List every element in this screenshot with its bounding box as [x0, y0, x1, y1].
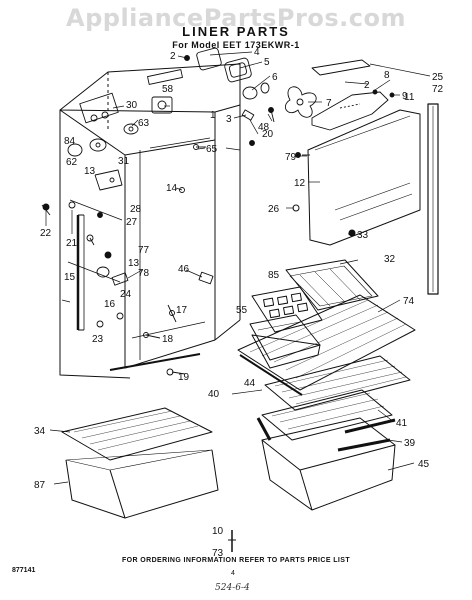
callout-79: 79	[285, 152, 297, 163]
callout-25: 25	[432, 72, 444, 83]
callout-12: 12	[294, 178, 306, 189]
callout-31: 31	[118, 156, 130, 167]
callout-30: 30	[126, 100, 138, 111]
callout-85: 85	[268, 270, 280, 281]
callout-40: 40	[208, 389, 220, 400]
callout-10: 10	[212, 526, 224, 537]
evaporator-cover	[292, 103, 439, 295]
callout-14: 14	[166, 183, 178, 194]
callout-22: 22	[40, 228, 52, 239]
callout-65: 65	[206, 144, 218, 155]
callout-26: 26	[268, 204, 280, 215]
callout-21: 21	[66, 238, 78, 249]
callout-62: 62	[66, 157, 78, 168]
callout-15: 15	[64, 272, 76, 283]
callout-32: 32	[384, 254, 396, 265]
callout-9: 9	[402, 91, 408, 102]
callout-13: 13	[84, 166, 96, 177]
control-components	[41, 69, 214, 376]
callout-2: 2	[364, 80, 370, 91]
model-line: For Model EET 173EKWR-1	[172, 40, 300, 50]
callout-73: 73	[212, 548, 224, 559]
liner-cabinet	[59, 63, 241, 379]
callout-27: 27	[126, 217, 138, 228]
callout-20: 20	[262, 129, 274, 140]
callout-48: 48	[258, 122, 270, 133]
callout-6: 6	[272, 72, 278, 83]
callout-1: 1	[210, 110, 216, 121]
callout-63: 63	[138, 118, 150, 129]
callout-72: 72	[432, 84, 444, 95]
callout-55: 55	[236, 305, 248, 316]
callout-11: 11	[404, 92, 415, 103]
callout-2: 2	[170, 51, 176, 62]
callout-45: 45	[418, 459, 430, 470]
callout-28: 28	[130, 204, 142, 215]
shelves	[61, 259, 416, 552]
callout-4: 4	[254, 47, 260, 58]
document-number: 877141	[12, 567, 36, 574]
callout-74: 74	[403, 296, 415, 307]
leader-lines	[45, 51, 431, 485]
ordering-note: FOR ORDERING INFORMATION REFER TO PARTS …	[121, 557, 351, 564]
callout-46: 46	[178, 264, 190, 275]
callout-16: 16	[104, 299, 116, 310]
callout-23: 23	[92, 334, 104, 345]
handwritten-mark: 524-6-4	[215, 583, 250, 593]
callout-5: 5	[264, 57, 270, 68]
callout-77: 77	[138, 245, 150, 256]
callout-41: 41	[396, 418, 408, 429]
callout-33: 33	[357, 230, 369, 241]
callout-24: 24	[120, 289, 132, 300]
callout-78: 78	[138, 268, 150, 279]
page-number: 4	[231, 570, 235, 577]
evaporator-fan-parts	[184, 47, 395, 158]
callout-39: 39	[404, 438, 416, 449]
callout-87: 87	[34, 480, 46, 491]
diagram-title: LINER PARTS	[182, 24, 290, 39]
callout-44: 44	[244, 378, 256, 389]
callout-58: 58	[162, 84, 174, 95]
callout-84: 84	[64, 136, 76, 147]
callout-3: 3	[226, 114, 232, 125]
callout-7: 7	[326, 98, 332, 109]
callout-13: 13	[128, 258, 140, 269]
callout-34: 34	[34, 426, 46, 437]
callout-19: 19	[178, 372, 190, 383]
callout-8: 8	[384, 70, 390, 81]
callout-17: 17	[176, 305, 188, 316]
callout-18: 18	[162, 334, 174, 345]
